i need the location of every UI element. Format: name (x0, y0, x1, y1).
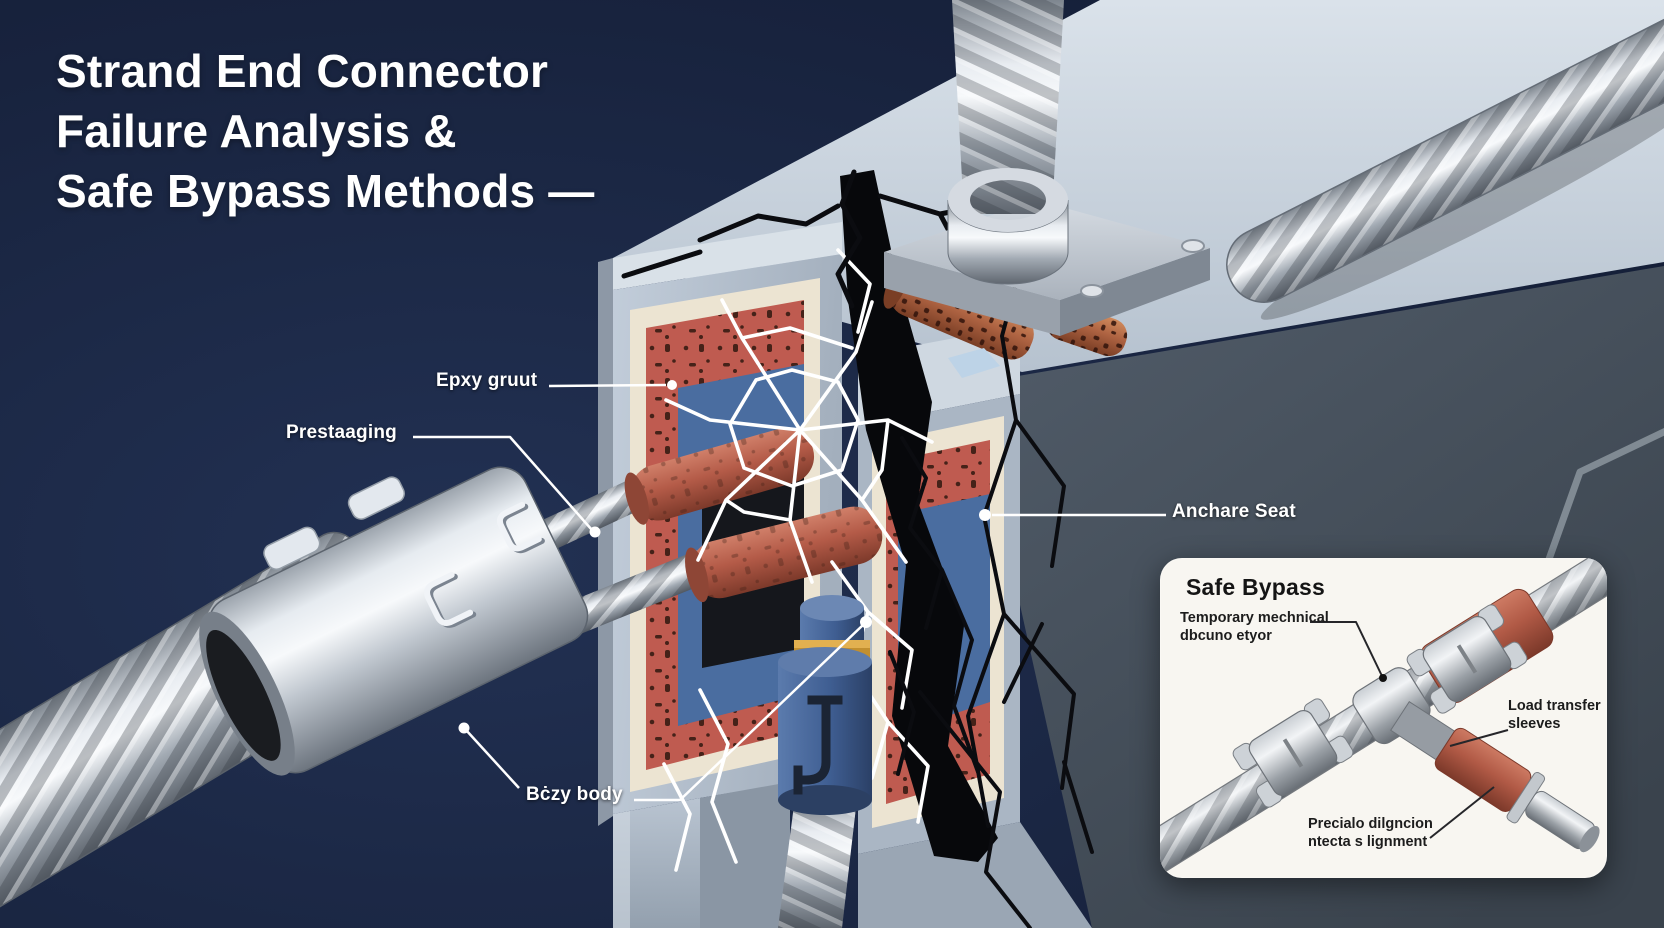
plug-emboss-mark (793, 695, 843, 795)
label-epoxy-grout: Epxy gruut (436, 370, 538, 391)
metal-chip (948, 348, 1000, 378)
bolt (1080, 284, 1104, 298)
label-prestaging: Prestaaging (286, 422, 397, 443)
inset-label-temporary-connector: Temporary mechnical dbcuno etyor (1180, 610, 1329, 644)
leader-dot-body (458, 722, 470, 734)
fracture-gap (840, 170, 998, 862)
coupler-clamp-upper (1406, 604, 1528, 714)
lower-wall-slabs (613, 782, 1092, 928)
inset-title: Safe Bypass (1186, 574, 1325, 600)
cracks-black (621, 169, 1094, 928)
leader-dot-anchor (979, 509, 991, 521)
barrel-boss (347, 476, 405, 520)
bolt (1181, 239, 1205, 253)
barrel-boss (263, 526, 321, 570)
inset-label-precision-alignment: Precialo dilgncion ntecta s lignment (1308, 816, 1433, 850)
leader-dot-prestaging (589, 526, 601, 538)
anchor-plate-assembly (884, 0, 1210, 336)
title-line-1: Strand End Connector (56, 45, 549, 97)
leader-dot-epoxy (667, 380, 677, 390)
top-right-cable (1226, 6, 1664, 320)
leader-dot-plug (860, 616, 872, 628)
inset-leader-dot (1379, 674, 1387, 682)
strand-end-connector (0, 466, 589, 914)
sleeve-upper-red (624, 427, 815, 525)
safe-bypass-inset-panel: Safe Bypass Temporary mechnical dbcuno e… (1160, 558, 1607, 878)
title-line-2: Failure Analysis & (56, 104, 457, 157)
panel-edge-line (1544, 428, 1664, 566)
inset-label-load-transfer: Load transfer sleeves (1508, 698, 1601, 732)
connector-barrel (199, 466, 589, 776)
sleeve-lower-red (685, 506, 883, 603)
label-body: Bċzy body (526, 784, 623, 805)
coupler-clamp-lower (1232, 698, 1354, 808)
barrel-groove (424, 501, 542, 626)
safe-bypass-diagram (1160, 558, 1607, 876)
title-line-3: Safe Bypass Methods — (56, 164, 595, 217)
bypass-branch-rod (1390, 701, 1600, 853)
tendon-strands-and-sleeves (513, 427, 883, 644)
label-anchor-seat: Anchare Seat (1172, 501, 1296, 522)
page-title: Strand End Connector Failure Analysis & … (56, 42, 594, 221)
blue-wedge-plug (778, 595, 872, 928)
leader-lines (413, 380, 1166, 802)
inset-leader-lines (1310, 621, 1509, 839)
